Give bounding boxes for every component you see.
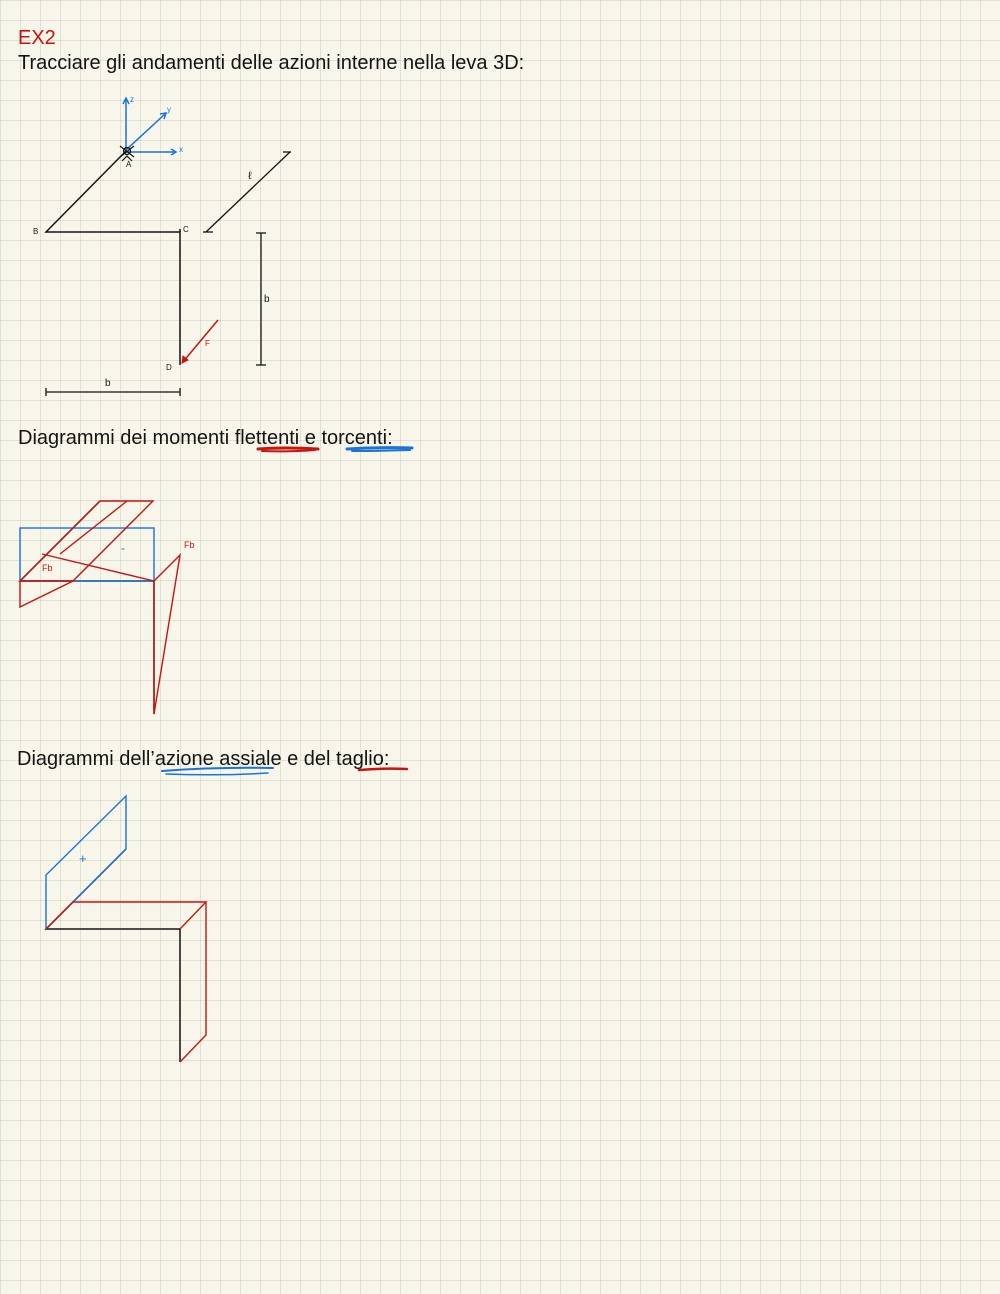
heading-word-azione-assiale: azione assiale	[154, 748, 282, 770]
heading-word-taglio: taglio	[336, 748, 384, 770]
dimension-b-horizontal-label: b	[105, 378, 111, 389]
axis-x-label: x	[179, 145, 183, 154]
dimension-b-vertical-label: b	[264, 294, 270, 305]
coordinate-axes: z y x	[122, 95, 183, 156]
heading-mid: e del	[281, 748, 337, 770]
axis-z-arrow	[122, 96, 130, 105]
dimension-l-label: ℓ	[248, 170, 252, 182]
heading-suffix: :	[383, 748, 390, 770]
point-b-label: B	[33, 227, 38, 236]
dimension-b-horizontal	[45, 388, 181, 396]
exercise-title: EX2	[18, 27, 56, 49]
heading-word-flettenti: flettenti	[234, 427, 300, 449]
dimension-l	[203, 151, 291, 233]
heading-prefix: Diagrammi dei momenti	[18, 427, 235, 449]
axis-x-arrow	[170, 148, 178, 156]
axial-sign-plus: +	[79, 851, 87, 866]
axis-y-line	[125, 113, 166, 151]
shear-diagram	[45, 901, 208, 1063]
heading-suffix: :	[387, 427, 393, 449]
heading-axial-shear: Diagrammi dell’azione assiale e del tagl…	[17, 748, 389, 771]
axial-shear-diagram	[44, 794, 208, 1063]
heading-word-torcenti: torcenti	[321, 427, 388, 449]
axial-structure	[44, 848, 181, 1062]
moment-label-fb-right: Fb	[184, 540, 195, 550]
force-f-label: F	[205, 339, 210, 348]
heading-bending-torsion: Diagrammi dei momenti flettenti e torcen…	[18, 427, 393, 450]
axis-y-label: y	[167, 105, 171, 114]
support-a-symbol	[119, 145, 135, 162]
moment-structure	[18, 500, 155, 714]
lever-structure	[44, 150, 181, 365]
heading-mid: e	[299, 427, 322, 449]
point-c-label: C	[183, 225, 189, 234]
dimension-b-vertical	[256, 232, 266, 366]
axis-z-label: z	[130, 95, 134, 104]
torsion-diagram-bc	[19, 527, 155, 582]
moment-label-fb-left: Fb	[42, 563, 53, 573]
axial-diagram-ab	[45, 794, 127, 931]
torsion-sign-minus: -	[121, 541, 125, 555]
bending-diagram-cd	[153, 552, 182, 715]
point-d-label: D	[166, 363, 172, 372]
heading-prefix: Diagrammi dell’	[17, 748, 155, 770]
bending-diagram-ab	[19, 500, 155, 609]
moment-diagram	[18, 500, 182, 715]
exercise-instruction: Tracciare gli andamenti delle azioni int…	[18, 52, 525, 74]
force-f-arrow	[181, 319, 219, 364]
axis-y-arrow	[159, 112, 168, 120]
point-a-label: A	[126, 160, 132, 169]
